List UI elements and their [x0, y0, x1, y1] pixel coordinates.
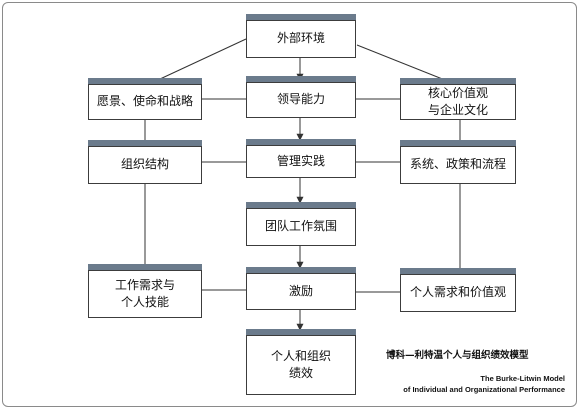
structure-box: 组织结构	[88, 146, 202, 184]
mission-strategy-box: 愿景、使命和战略	[88, 84, 202, 120]
mission-strategy-label: 愿景、使命和战略	[96, 94, 193, 109]
culture-box: 核心价值观 与企业文化	[400, 84, 516, 120]
work-climate-label: 团队工作氛围	[264, 219, 337, 234]
caption-english-line2: of Individual and Organizational Perform…	[403, 384, 565, 394]
performance-label: 个人和组织 绩效	[270, 348, 331, 380]
motivation-label: 激励	[288, 283, 313, 298]
external-environment-box: 外部环境	[246, 20, 356, 58]
performance-box: 个人和组织 绩效	[246, 335, 356, 395]
work-climate-box: 团队工作氛围	[246, 208, 356, 246]
management-practices-box: 管理实践	[246, 145, 356, 178]
external-environment-label: 外部环境	[276, 31, 325, 46]
individual-values-box: 个人需求和价值观	[400, 274, 516, 312]
external-to-mission-line	[144, 38, 247, 87]
individual-values-label: 个人需求和价值观	[409, 285, 506, 300]
management-practices-label: 管理实践	[276, 153, 325, 168]
motivation-box: 激励	[246, 273, 356, 310]
external-to-culture-line	[356, 44, 461, 87]
culture-label: 核心价值观 与企业文化	[427, 85, 488, 117]
task-skills-box: 工作需求与 个人技能	[88, 270, 202, 318]
caption-chinese: 博科—利特温个人与组织绩效模型	[386, 350, 529, 361]
systems-label: 系统、政策和流程	[409, 157, 506, 172]
systems-box: 系统、政策和流程	[400, 146, 516, 184]
task-skills-label: 工作需求与 个人技能	[114, 277, 175, 309]
leadership-label: 领导能力	[276, 92, 325, 107]
structure-label: 组织结构	[120, 157, 169, 172]
caption-english-line1: The Burke-Litwin Model	[480, 374, 565, 383]
caption-english: The Burke-Litwin Model of Individual and…	[403, 374, 565, 395]
leadership-box: 领导能力	[246, 82, 356, 118]
